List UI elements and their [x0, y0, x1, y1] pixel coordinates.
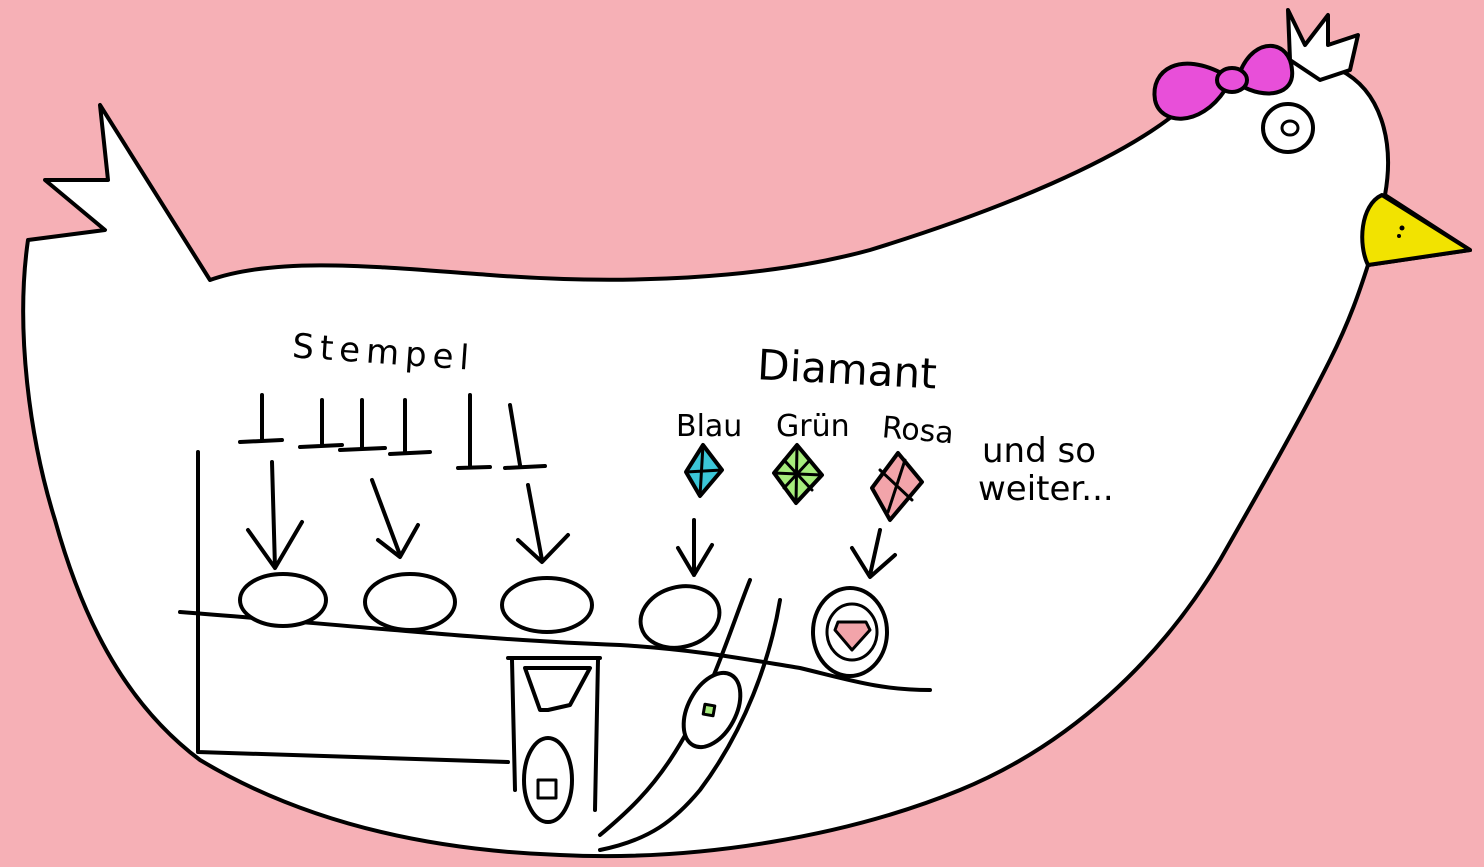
diamant-label: Diamant	[756, 340, 938, 398]
eye-icon	[1263, 104, 1313, 152]
egg-icon	[365, 574, 455, 630]
rosa-label: Rosa	[881, 410, 956, 451]
stamped-egg	[524, 738, 572, 822]
blau-label: Blau	[676, 409, 742, 444]
egg-icon	[502, 578, 592, 632]
gruen-label: Grün	[776, 409, 850, 444]
weiter-label: weiter...	[978, 469, 1114, 509]
egg-icon	[240, 574, 326, 626]
hen-body	[23, 60, 1470, 856]
beak-icon	[1362, 195, 1470, 265]
diamond-egg	[813, 588, 887, 676]
und-so-label: und so	[982, 431, 1096, 471]
